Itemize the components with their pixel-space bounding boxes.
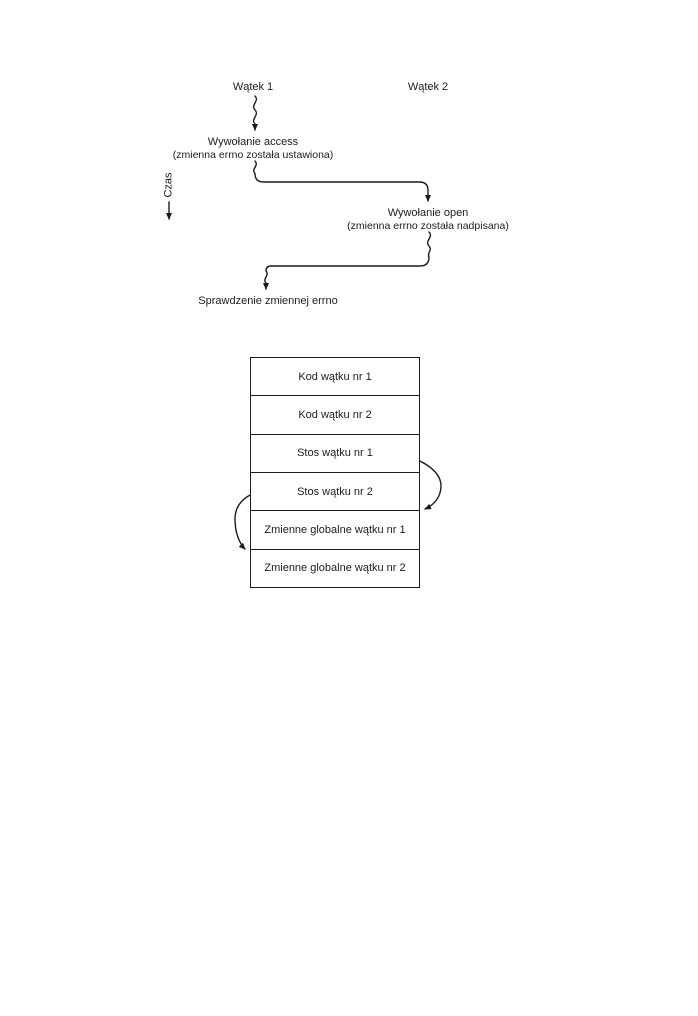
handoff-to-thread2-arrow <box>253 160 431 202</box>
memory-row-label: Kod wątku nr 1 <box>298 370 372 383</box>
memory-row-label: Zmienne globalne wątku nr 1 <box>264 523 406 536</box>
memory-row-globals-thread1: Zmienne globalne wątku nr 1 <box>251 511 419 550</box>
event-open-note: (zmienna errno została nadpisana) <box>347 220 509 232</box>
event-access-title: Wywołanie access <box>207 136 299 148</box>
event-open-title: Wywołanie open <box>387 207 469 219</box>
memory-row-stack-thread1: Stos wątku nr 1 <box>251 435 419 473</box>
memory-row-label: Kod wątku nr 2 <box>298 408 372 421</box>
event-check-label: Sprawdzenie zmiennej errno <box>198 295 338 307</box>
event-access-note: (zmienna errno została ustawiona) <box>172 149 334 161</box>
memory-row-stack-thread2: Stos wątku nr 2 <box>251 473 419 512</box>
memory-row-label: Stos wątku nr 2 <box>297 485 373 498</box>
memory-layout-figure: Kod wątku nr 1 Kod wątku nr 2 Stos wątku… <box>250 357 420 588</box>
memory-row-globals-thread2: Zmienne globalne wątku nr 2 <box>251 550 419 587</box>
thread1-label: Wątek 1 <box>232 81 274 93</box>
memory-row-label: Stos wątku nr 1 <box>297 447 373 460</box>
memory-row-code-thread2: Kod wątku nr 2 <box>251 396 419 435</box>
handoff-back-to-thread1-arrow <box>263 231 432 290</box>
thread2-label: Wątek 2 <box>407 81 449 93</box>
memory-row-label: Zmienne globalne wątku nr 2 <box>264 562 406 575</box>
thread1-run-squiggle-arrow <box>252 95 258 131</box>
memory-row-code-thread1: Kod wątku nr 1 <box>251 358 419 397</box>
time-axis-label: Czas <box>162 172 175 198</box>
